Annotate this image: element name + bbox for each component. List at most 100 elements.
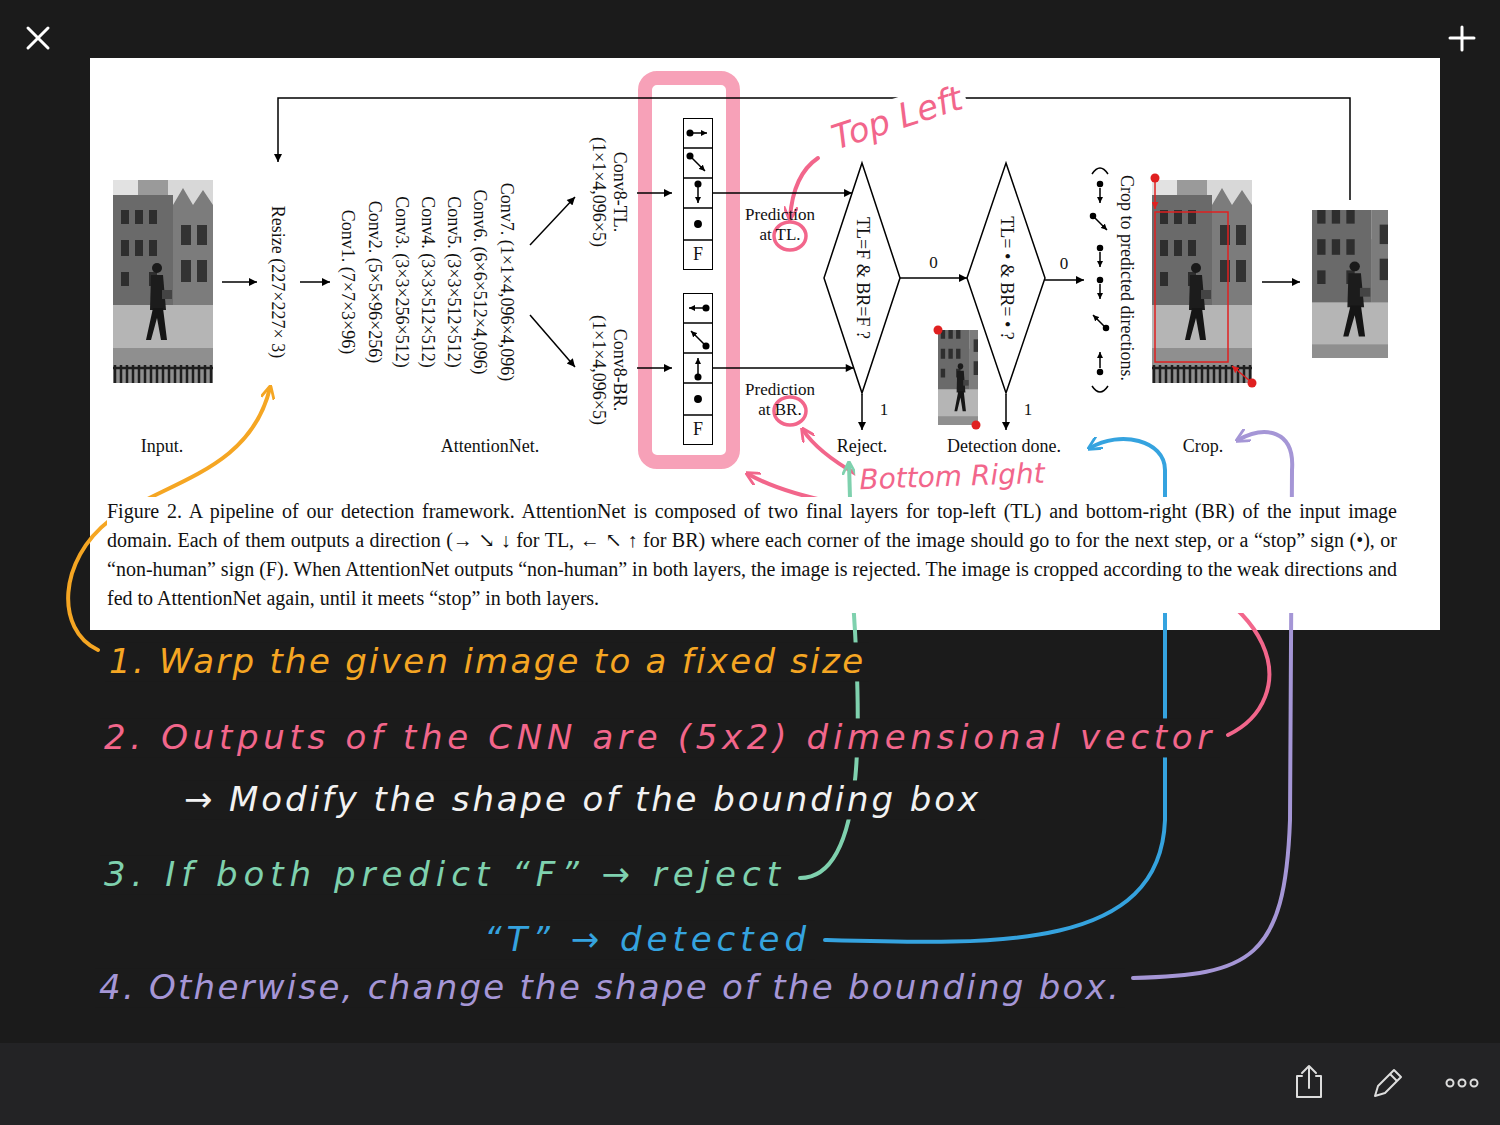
red-box-marks <box>1154 182 1156 209</box>
branch-value: 1 <box>1024 400 1033 420</box>
share-icon <box>1297 1066 1321 1097</box>
crop-direction-symbol <box>1099 352 1101 368</box>
add-icon <box>1450 27 1474 50</box>
diamond-outline <box>967 163 1045 393</box>
diamond-outline <box>824 163 900 393</box>
flow-arrow <box>222 281 257 283</box>
output-cell <box>683 148 713 415</box>
handwritten-note: 2. Outputs of the CNN are (5x2) dimensio… <box>100 718 1220 757</box>
flow-arrow <box>530 197 575 245</box>
handwritten-note: “T” → detected <box>480 920 815 959</box>
crop-direction-symbol <box>1098 370 1103 375</box>
decision-diamond: TL=F & BR=F ? <box>824 163 900 393</box>
paper-figure <box>90 58 1440 630</box>
layer-spec: Conv5. (3×3×512×512) <box>444 196 465 367</box>
flow-arrow <box>278 98 1350 200</box>
output-column: F <box>683 118 713 270</box>
detected-photo <box>936 311 991 438</box>
layer-spec: Conv2. (5×5×96×256) <box>365 201 386 363</box>
network-name: AttentionNet. <box>441 436 539 457</box>
flow-arrow <box>300 281 330 283</box>
handwritten-callout: Top Left <box>823 77 971 158</box>
direction-symbol <box>687 130 709 402</box>
share-icon <box>1302 1066 1316 1088</box>
crop-direction-symbol <box>1092 168 1108 174</box>
layer-spec: Conv6. (6×6×512×4,096) <box>470 190 491 375</box>
flow-connector <box>900 277 967 279</box>
handwritten-note: 3. If both predict “F” → reject <box>100 855 790 894</box>
direction-symbol <box>697 358 699 374</box>
direction-symbol <box>695 374 701 380</box>
direction-symbol <box>697 187 699 203</box>
handwritten-note: 1. Warp the given image to a fixed size <box>105 642 869 681</box>
image-label: Input. <box>141 436 184 457</box>
crop-direction-symbol <box>1099 252 1101 267</box>
output-cell <box>683 352 713 354</box>
pencil-icon <box>1375 1070 1401 1096</box>
cropped-photo <box>1309 181 1413 379</box>
crop-direction-symbol <box>1093 315 1104 326</box>
direction-symbol <box>692 158 705 171</box>
step-label: Crop to predicted directions. <box>1117 175 1138 381</box>
toolbar <box>0 1043 1500 1125</box>
output-cell <box>683 414 713 416</box>
red-box-marks <box>972 421 981 430</box>
handwritten-callout: Bottom Right <box>855 458 1049 497</box>
flow-connector <box>713 367 854 369</box>
branch-value: 0 <box>1060 254 1069 274</box>
crop-photo <box>1152 180 1252 383</box>
direction-symbol <box>687 153 693 159</box>
layer-spec: Conv4. (3×3×512×512) <box>418 196 439 367</box>
more-icon <box>1459 1080 1466 1087</box>
close-icon <box>28 28 48 48</box>
direction-symbol <box>695 221 701 227</box>
red-box-marks <box>1155 212 1228 362</box>
crop-direction-symbol <box>1095 218 1107 230</box>
flow-arrow <box>637 367 672 369</box>
output-layer-spec: Conv8-TL. (1×1×4,096×5) <box>588 122 629 262</box>
layer-spec: Conv7. (1×1×4,096×4,096) <box>497 183 518 381</box>
direction-symbol <box>695 181 701 187</box>
more-icon <box>1447 1080 1454 1087</box>
layer-spec: Conv3. (3×3×256×512) <box>392 196 413 367</box>
more-icon <box>1471 1080 1478 1087</box>
flow-arrow <box>637 192 672 194</box>
detected-photo <box>936 311 991 438</box>
crop-direction-symbol <box>1091 168 1109 392</box>
decision-text: TL= • & BR= • ? <box>996 216 1017 339</box>
edge-label: Prediction at TL. <box>740 205 820 244</box>
decision-text: TL=F & BR=F ? <box>852 217 873 339</box>
cropped-photo <box>1309 181 1413 379</box>
crop-direction-symbol <box>1092 386 1108 392</box>
crop-direction-symbol <box>1098 278 1103 283</box>
crop-direction-symbol <box>1098 246 1103 251</box>
flow-arrow <box>1045 279 1084 281</box>
handwritten-note: → Modify the shape of the bounding box <box>180 780 985 819</box>
flow-arrow <box>1262 281 1300 283</box>
add-icon <box>1450 37 1474 40</box>
crop-direction-symbol <box>1098 182 1103 187</box>
crop-direction-symbol <box>1091 214 1096 219</box>
pencil-icon <box>1375 1070 1401 1096</box>
flow-connector <box>713 192 852 194</box>
output-cell <box>683 177 713 179</box>
red-box-marks <box>1151 174 1160 183</box>
output-cell <box>683 147 713 149</box>
direction-symbol <box>695 396 701 402</box>
output-sign: F <box>693 240 703 269</box>
output-cell <box>683 239 713 241</box>
flow-arrow <box>530 315 575 367</box>
crop-direction-symbol <box>1104 326 1109 331</box>
output-cell <box>683 382 713 384</box>
direction-symbol <box>691 331 704 344</box>
output-layer-spec: Conv8-BR. (1×1×4,096×5) <box>588 300 629 440</box>
crop-direction-symbol <box>1099 284 1101 299</box>
outcome-label: Crop. <box>1183 436 1224 457</box>
crop-direction-symbol <box>1099 188 1101 203</box>
output-cell <box>683 207 713 209</box>
handwritten-note: 4. Otherwise, change the shape of the bo… <box>95 968 1125 1007</box>
direction-symbol <box>703 305 709 311</box>
